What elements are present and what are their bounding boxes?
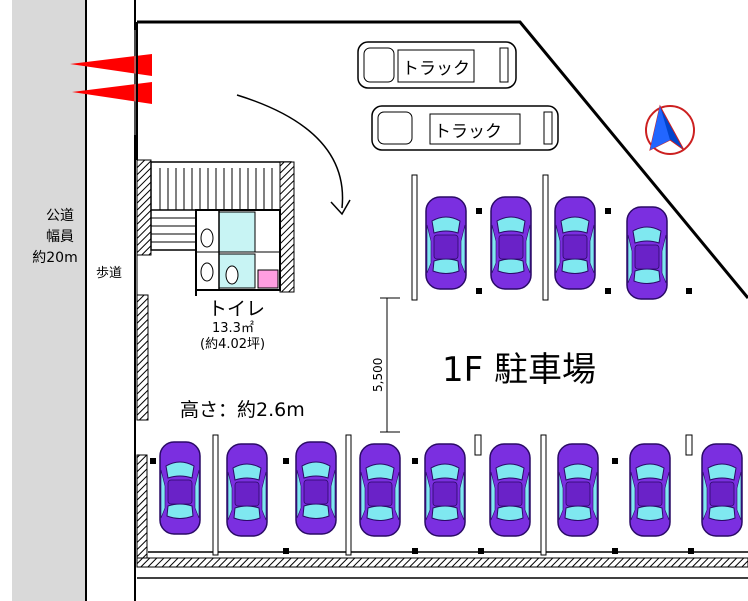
truck-icon	[357, 41, 517, 89]
toilet-name: トイレ	[208, 298, 266, 320]
entrance-arrow-icon	[70, 54, 152, 104]
dimension-value: 5,500	[371, 357, 385, 392]
car-icon	[359, 443, 401, 537]
toilet-icon	[200, 228, 214, 248]
car-icon	[629, 443, 671, 537]
building-outline	[137, 20, 748, 299]
dimension-line	[380, 297, 400, 433]
truck-icon	[371, 105, 559, 151]
car-icon	[226, 443, 268, 537]
car-icon	[159, 441, 201, 535]
car-icon	[626, 206, 668, 300]
truck-label: トラック	[434, 122, 502, 142]
toilet-area-tsubo: (約4.02坪)	[200, 337, 266, 352]
bottom-wall	[136, 557, 748, 568]
car-icon	[557, 443, 599, 537]
public-road	[12, 0, 86, 601]
road-label-line: 幅員	[46, 229, 74, 245]
sidewalk-label: 歩道	[96, 266, 123, 281]
compass-icon	[645, 104, 695, 155]
truck-label: トラック	[402, 59, 470, 79]
sink-icon	[257, 269, 279, 289]
car-icon	[554, 196, 596, 290]
drive-direction-arrow-icon	[236, 94, 351, 216]
car-icon	[490, 196, 532, 290]
toilet-room	[195, 209, 281, 296]
toilet-area: 13.3㎡	[212, 321, 254, 336]
car-icon	[489, 443, 531, 537]
stairwell	[150, 161, 295, 293]
toilet-icon	[200, 262, 214, 282]
road-label-line: 公道	[46, 208, 74, 224]
car-icon	[701, 443, 743, 537]
car-icon	[425, 196, 467, 290]
car-icon	[295, 441, 337, 535]
parking-title: 1F 駐車場	[442, 350, 596, 390]
road-label-line: 約20m	[32, 250, 78, 266]
car-icon	[424, 443, 466, 537]
ceiling-height-label: 高さ：約2.6m	[180, 399, 305, 421]
toilet-icon	[225, 265, 239, 285]
